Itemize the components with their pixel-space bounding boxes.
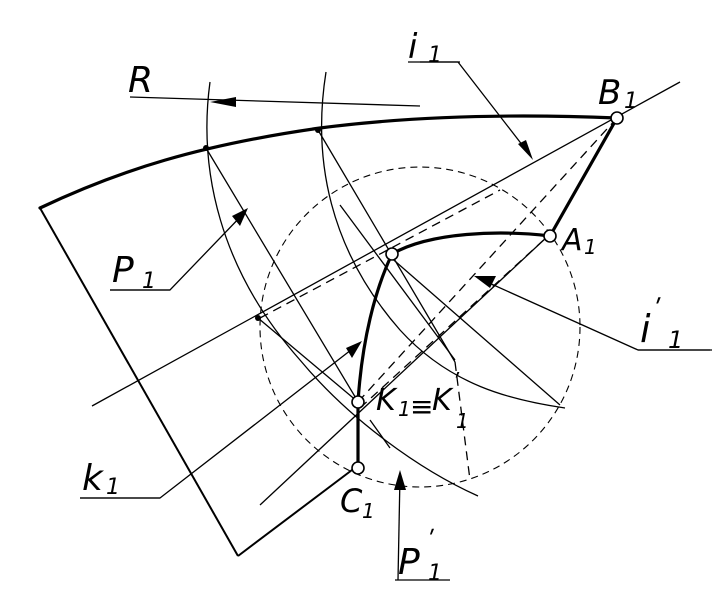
arrow-p1-prime <box>394 470 406 490</box>
label-eq: ≡ <box>410 390 433 423</box>
leader-p1-prime <box>397 474 401 581</box>
label-p1-prime-mark: ʹ <box>426 526 435 554</box>
point-arc-1 <box>203 145 209 151</box>
label-a1-sub: 1 <box>584 235 597 259</box>
label-k1: K <box>376 383 398 418</box>
line-k1-right-dashed <box>454 361 471 481</box>
label-k1-lower-sub: 1 <box>106 475 120 500</box>
label-b1: B <box>598 73 621 113</box>
arc-p1 <box>206 81 479 497</box>
label-k1-prime-sub: 1 <box>456 409 469 433</box>
arrow-p1 <box>232 208 248 226</box>
label-k1-lower: k <box>82 458 105 499</box>
label-p1-sub: 1 <box>142 269 156 294</box>
point-top <box>385 247 399 261</box>
label-k1-prime: K <box>432 383 454 418</box>
label-c1-sub: 1 <box>362 499 375 523</box>
arrow-k1 <box>346 341 362 358</box>
bold-k-curve <box>356 252 394 404</box>
point-a1 <box>543 229 557 243</box>
label-k1-prime-mark: ʹ <box>452 371 460 396</box>
leader-i1 <box>420 61 531 156</box>
point-arc-2 <box>315 127 321 133</box>
arrow-i1 <box>518 140 533 160</box>
point-c1 <box>351 461 365 475</box>
label-i1-prime: i <box>640 307 651 351</box>
label-c1: C <box>340 482 363 520</box>
bold-a1-curve <box>390 231 552 256</box>
arrow-i1-prime <box>474 276 496 288</box>
point-k1 <box>351 395 365 409</box>
line-b1-k1-dashed <box>357 117 618 403</box>
label-p1: P <box>112 250 134 291</box>
radial-line-3 <box>339 204 456 361</box>
label-i1-sub: 1 <box>428 43 442 68</box>
radial-line-5 <box>257 317 359 403</box>
short-line-k1 <box>369 419 391 449</box>
label-i1-prime-mark: ʹ <box>652 295 661 325</box>
arrow-r <box>210 97 236 107</box>
label-b1-sub: 1 <box>624 89 638 114</box>
label-r: R <box>128 60 153 101</box>
line-i1-prime-dashed <box>359 235 549 409</box>
leader-k1 <box>80 342 361 499</box>
sector-left-edge <box>39 207 239 557</box>
label-p1-prime: P <box>398 542 420 583</box>
point-b1 <box>610 111 624 125</box>
label-i1-prime-sub: 1 <box>668 326 683 354</box>
radial-line-1 <box>205 147 361 406</box>
radial-line-4 <box>387 254 561 406</box>
line-i1-dashed <box>259 189 501 319</box>
point-arc-3 <box>255 315 261 321</box>
label-a1: A <box>560 223 583 258</box>
label-k1-sub: 1 <box>398 397 411 421</box>
label-i1: i <box>408 27 418 67</box>
leader-r <box>129 96 421 107</box>
line-i1-prime <box>259 235 549 506</box>
bold-b1-a1 <box>548 116 619 238</box>
radial-line-2 <box>317 129 456 363</box>
sector-bottom-edge <box>237 469 353 557</box>
dashed-circle <box>259 166 581 488</box>
arc-middle <box>321 71 566 409</box>
label-p1-prime-sub: 1 <box>428 561 442 586</box>
